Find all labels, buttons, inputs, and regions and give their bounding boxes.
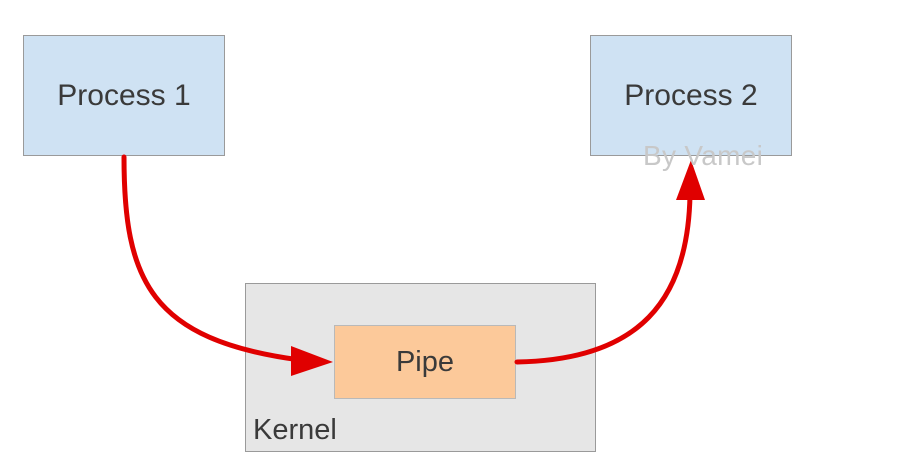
process-1-box: Process 1 [23,35,225,156]
watermark-text: By Vamei [643,140,764,171]
process-2-label: Process 2 [624,78,758,112]
process-2-box: Process 2 [590,35,792,156]
process-1-label: Process 1 [57,78,191,112]
pipe-box: Pipe [334,325,516,399]
kernel-label: Kernel [253,414,337,446]
pipe-label: Pipe [395,345,455,378]
